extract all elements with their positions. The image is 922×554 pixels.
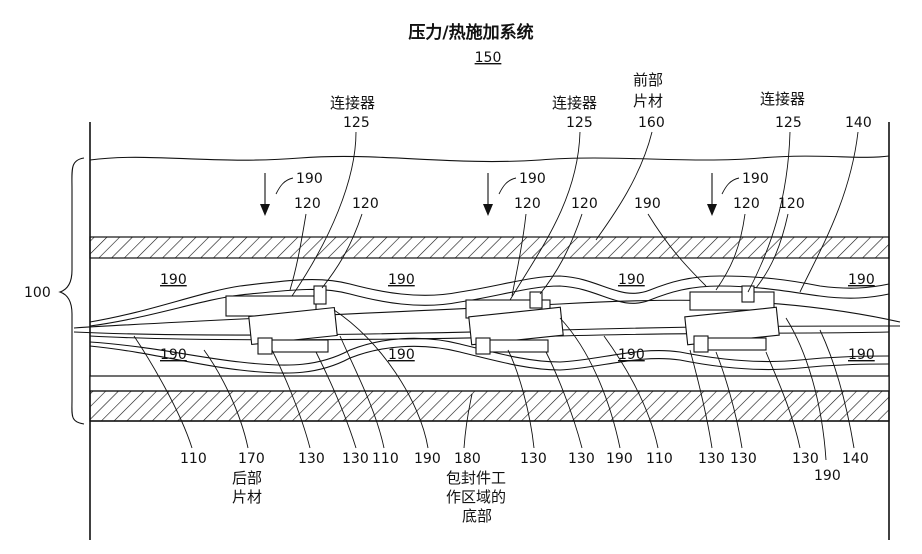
connector-label-2: 连接器 <box>552 94 597 112</box>
ref-190-bottom-1: 190 <box>414 451 441 467</box>
assembly-brace <box>60 158 84 424</box>
ref-140-bottom: 140 <box>842 451 869 467</box>
ref-120-a: 120 <box>294 196 321 212</box>
connector-ref-3: 125 <box>775 115 802 131</box>
ref-130-bottom-7: 130 <box>792 451 819 467</box>
rear-sheet-ref: 170 <box>238 451 265 467</box>
base-label-line2: 作区域的 <box>446 488 506 506</box>
ref-110-bottom-2: 110 <box>372 451 399 467</box>
arrow-hook-3 <box>722 178 739 194</box>
ref-120-e: 120 <box>733 196 760 212</box>
pressure-arrow-3 <box>707 173 717 216</box>
connector-ref-1: 125 <box>343 115 370 131</box>
ref-140-top: 140 <box>845 115 872 131</box>
region-190-top-1: 190 <box>160 272 187 288</box>
connector-ref-2: 125 <box>566 115 593 131</box>
diagram-title: 压力/热施加系统 <box>408 22 533 43</box>
connector-3 <box>685 286 779 352</box>
ref-130-bottom-2: 130 <box>342 451 369 467</box>
region-190-top-3: 190 <box>618 272 645 288</box>
front-sheet-label-line1: 前部 <box>633 71 663 89</box>
region-190-bottom-2: 190 <box>388 347 415 363</box>
ref-190-top-mid: 190 <box>634 196 661 212</box>
region-190-bottom-1: 190 <box>160 347 187 363</box>
connector-label-3: 连接器 <box>760 90 805 108</box>
region-190-bottom-3: 190 <box>618 347 645 363</box>
ref-110-bottom-3: 110 <box>646 451 673 467</box>
leader-front-sheet <box>596 132 652 240</box>
front-sheet-label-line2: 片材 <box>633 92 663 110</box>
leader-connector-2 <box>510 132 580 300</box>
front-sheet-ref: 160 <box>638 115 665 131</box>
rear-sheet-label-line2: 片材 <box>232 488 262 506</box>
base-label-line1: 包封件工 <box>446 469 506 487</box>
ref-130-bottom-4: 130 <box>568 451 595 467</box>
pressure-arrow-1 <box>260 173 270 216</box>
region-190-bottom-4: 190 <box>848 347 875 363</box>
ref-130-bottom-5: 130 <box>698 451 725 467</box>
base-label-line3: 底部 <box>462 507 492 525</box>
ref-130-bottom-3: 130 <box>520 451 547 467</box>
ref-110-bottom-1: 110 <box>180 451 207 467</box>
region-190-top-4: 190 <box>848 272 875 288</box>
rear-sheet-label-line1: 后部 <box>232 469 262 487</box>
system-ref-label: 150 <box>475 50 502 66</box>
ref-130-bottom-1: 130 <box>298 451 325 467</box>
connector-label-1: 连接器 <box>330 94 375 112</box>
bottom-thin-plate <box>90 376 889 391</box>
ref-120-c: 120 <box>514 196 541 212</box>
arrow-hook-1 <box>276 178 293 194</box>
assembly-ref-label: 100 <box>24 285 51 301</box>
ref-130-bottom-6: 130 <box>730 451 757 467</box>
pressure-arrow-2 <box>483 173 493 216</box>
ref-190-arrow-2: 190 <box>519 171 546 187</box>
ref-120-b: 120 <box>352 196 379 212</box>
ref-120-d: 120 <box>571 196 598 212</box>
ref-190-arrow-1: 190 <box>296 171 323 187</box>
region-190-top-2: 190 <box>388 272 415 288</box>
connector-2 <box>466 292 563 354</box>
connector-1 <box>226 286 337 354</box>
top-pressure-plate <box>90 237 889 258</box>
base-ref: 180 <box>454 451 481 467</box>
bottom-hatched-plate <box>90 391 889 421</box>
ref-190-bottom-2: 190 <box>606 451 633 467</box>
enclosure-top-surface <box>90 156 889 162</box>
ref-190-bottom-3: 190 <box>814 468 841 484</box>
ref-190-arrow-3: 190 <box>742 171 769 187</box>
arrow-hook-2 <box>499 178 516 194</box>
